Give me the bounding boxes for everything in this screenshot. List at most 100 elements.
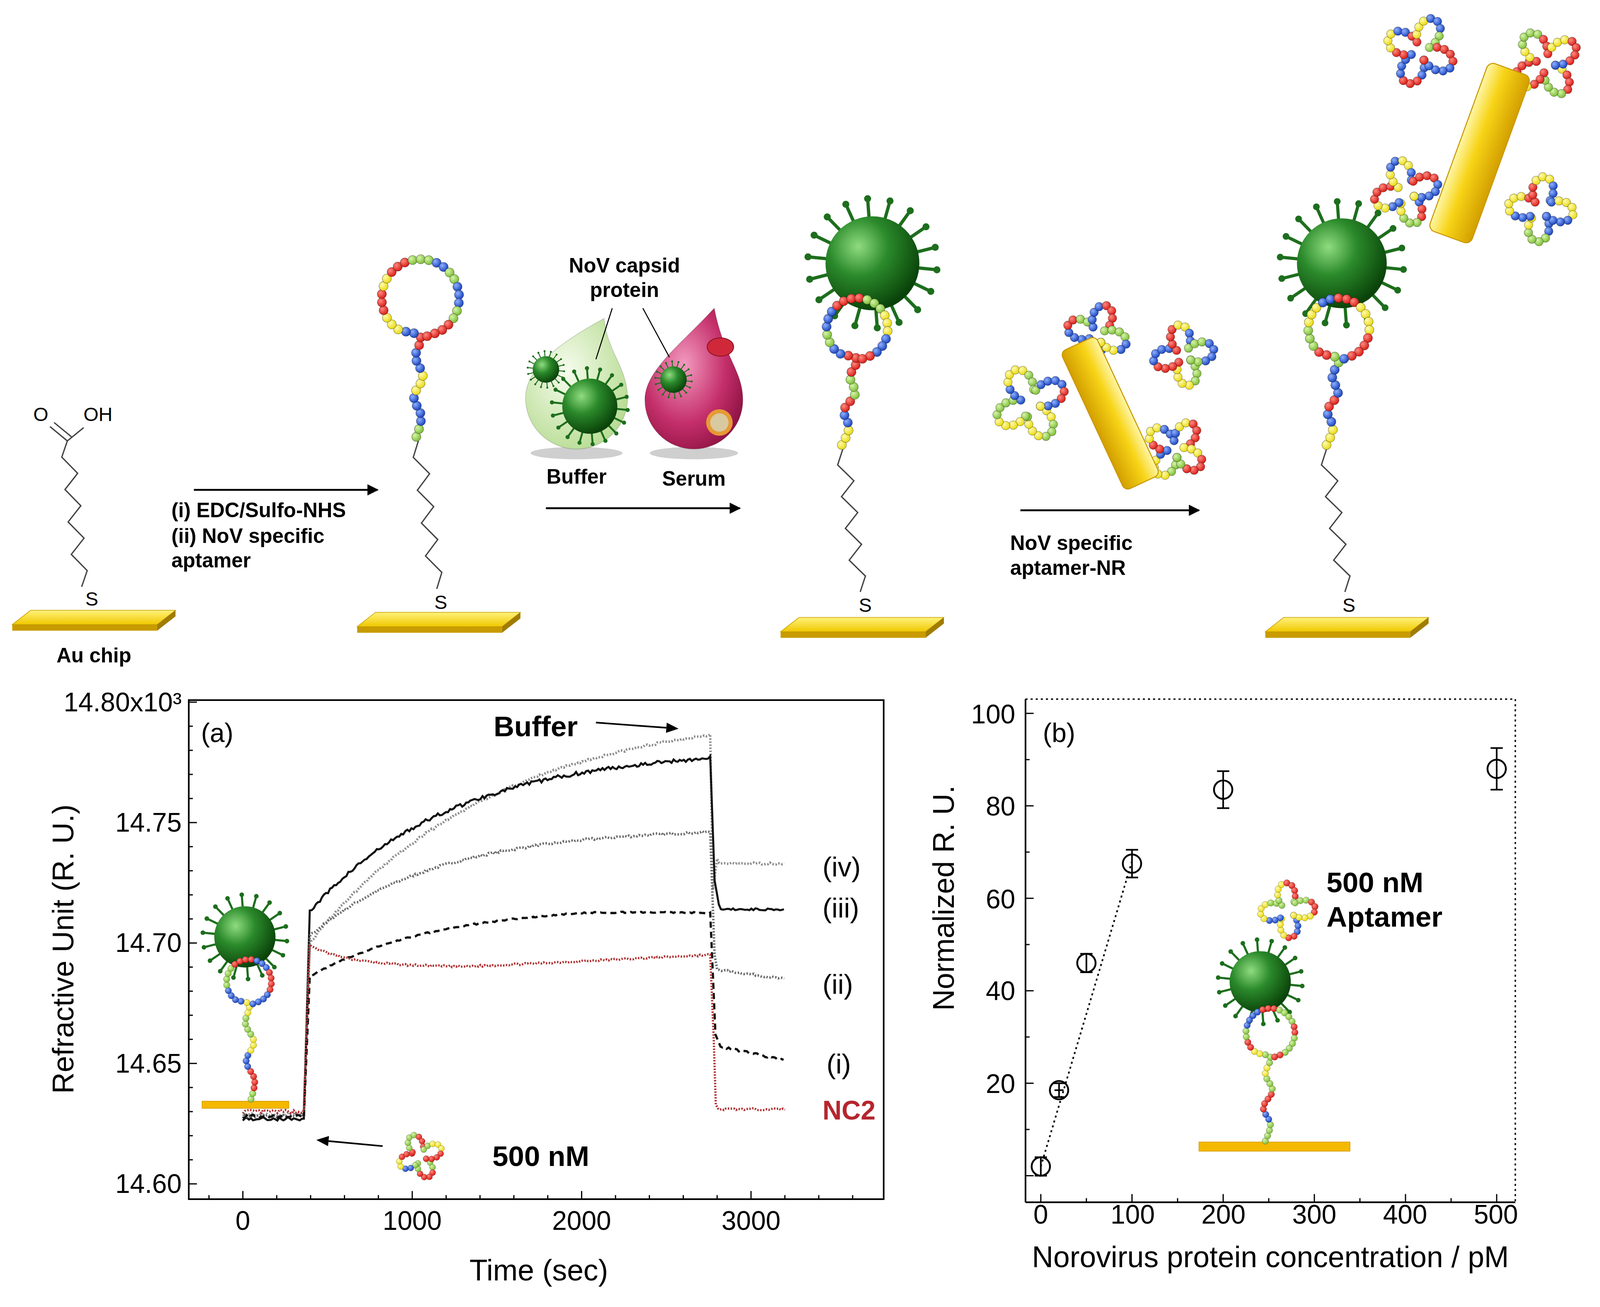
axis-tick [188,966,193,968]
norovirus-particle [549,366,630,447]
curve-label: NC2 [822,1094,876,1127]
fit-line [1040,861,1133,1167]
aptamer-beads [1011,365,1020,375]
gold-chip [780,631,926,638]
norovirus-particle [625,407,630,412]
aptamer-beads [1393,26,1403,36]
aptamer-beads [1424,191,1434,201]
aptamer-beads [1303,293,1374,450]
aptamer-beads [1378,183,1388,193]
aptamer-beads [1386,170,1395,180]
aptamer-beads [1291,1023,1298,1031]
aptamer-beads [1274,891,1282,899]
aptamer-beads [1517,192,1526,201]
leader-line [642,308,670,358]
axis-tick [188,894,193,896]
norovirus-particle [561,376,566,382]
alkyl-chain [413,440,442,589]
norovirus-particle [1278,275,1286,283]
axis-tick [188,1135,193,1137]
curve-label: (iii) [822,891,860,925]
red-blood-cell [707,337,734,356]
norovirus-particle [1333,198,1341,205]
sensor-trace [243,911,784,1119]
norovirus-particle [1282,233,1290,240]
aptamer-beads [1242,1027,1250,1035]
norovirus-particle [556,425,561,430]
aptamer-beads [1556,217,1565,227]
norovirus-particle [657,389,660,392]
aptamer-beads [1412,37,1422,47]
norovirus-particle [267,899,272,905]
norovirus-particle [823,213,831,221]
norovirus-particle [1233,1013,1238,1019]
axis-tick [188,1159,193,1161]
tick-label: 0 [1033,1198,1049,1231]
aptamer-beads [249,1090,256,1097]
panel-label: (b) [1043,716,1076,749]
data-point [1217,807,1230,809]
aptamer-beads [1557,89,1566,98]
double-bond [53,422,72,437]
axis-tick [188,942,197,944]
axis-tick [188,749,193,751]
sensor-trace [243,734,785,1116]
aptamer-beads [1560,35,1570,45]
aptamer-beads [1388,202,1398,212]
aptamer-beads [1169,436,1179,445]
aptamer-beads [1407,50,1416,59]
axis-tick [1025,758,1030,761]
aptamer-beads [1407,168,1416,178]
aptamer-beads [415,254,426,264]
aptamer-beads [1043,401,1053,411]
aptamer-beads [223,955,275,1102]
axis-tick [615,1194,617,1199]
norovirus-particle [571,369,577,374]
axis-tick [1025,1036,1030,1038]
gold-nanorod [1427,61,1532,245]
tick-label: 14.70 [115,926,182,959]
aptamer-beads [1424,43,1434,52]
axis-tick [188,1110,193,1112]
aptamer-beads [1328,425,1338,435]
aptamer-beads [1417,193,1427,202]
data-point [1077,953,1096,973]
aptamer-beads [1526,28,1535,38]
gold-chip [1265,617,1429,632]
leader-arrow [328,1140,383,1146]
norovirus-particle [207,958,213,963]
serum-cell [710,413,729,432]
aptamer-beads [1294,922,1302,929]
sensorgram-chart [188,700,884,1199]
norovirus-particle [284,938,290,944]
axis-tick [682,1194,684,1199]
norovirus-particle [1355,200,1362,207]
plot-frame [1024,698,1027,1202]
aptamer-beads [1339,354,1349,364]
norovirus-particle [1215,937,1305,1027]
data-point [1122,849,1141,878]
axis-tick [188,846,193,848]
axis-tick [581,1190,583,1199]
aptamer-beads [1396,206,1406,216]
aptamer-beads [1152,423,1162,433]
norovirus-particle [619,382,624,387]
serum-cell [706,409,733,436]
axis-tick [1025,989,1034,992]
axis-tick [309,1194,312,1199]
aptamer-beads [422,331,432,341]
axis-tick [784,1194,786,1199]
data-point [1487,747,1506,790]
gold-chip [357,612,521,633]
axis-title: Refractive Unit (R. U.) [45,804,82,1094]
axis-tick [188,990,193,992]
norovirus-particle [260,972,265,978]
aptamer-beads [423,1155,430,1162]
aptamer-beads [248,955,255,963]
aptamer-beads [1201,356,1211,366]
aptamer-beads [1364,325,1374,335]
aptamer-beads [1290,911,1297,919]
data-point [1490,746,1503,749]
aptamer-beads [1035,401,1045,411]
aptamer-beads [1277,926,1285,934]
